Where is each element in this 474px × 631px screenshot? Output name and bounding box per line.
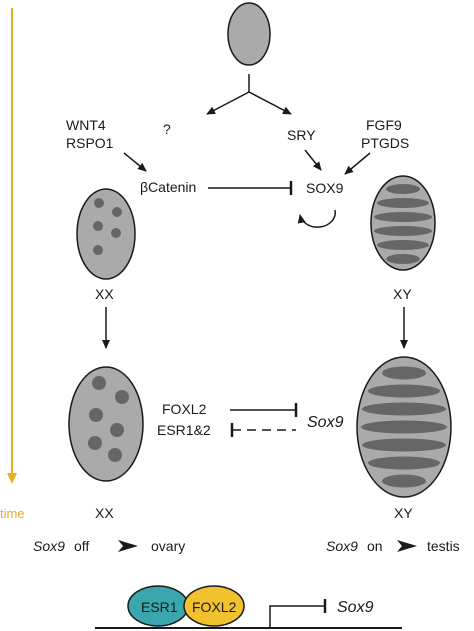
right-outcome-gene: Sox9 (326, 538, 358, 554)
testis-cord (362, 402, 446, 416)
left-outcome-state: off (74, 538, 89, 554)
testis-cord (377, 198, 429, 208)
label-xy-top: XY (393, 286, 412, 302)
fgf9-to-sox9-arrow (344, 152, 371, 175)
label-sox9-gene: Sox9 (307, 414, 344, 431)
germ-cell-spot (94, 198, 104, 208)
germ-cell-spot (89, 408, 103, 422)
label-wnt4: WNT4 (66, 117, 106, 133)
testis-cord (368, 384, 440, 398)
testis-cord (368, 456, 440, 470)
time-label: time (0, 506, 25, 521)
label-xx-bottom: XX (95, 505, 114, 521)
label-sox9-protein: SOX9 (306, 180, 344, 196)
germ-cell-spot (92, 376, 106, 390)
testis-cord (374, 212, 432, 222)
label-esr1-protein: ESR1 (141, 599, 178, 615)
right-outcome-state: on (367, 538, 383, 554)
germ-cell-spot (110, 423, 124, 437)
testis-cord (377, 240, 429, 250)
testis-cord (382, 474, 426, 488)
germ-cell-spot (88, 436, 102, 450)
germ-cell-spot (112, 207, 122, 217)
promoter-inhibition (269, 605, 325, 628)
testis-cord (361, 420, 447, 434)
label-promoter-gene: Sox9 (337, 599, 374, 616)
split-arrow-left (206, 91, 250, 115)
left-outcome-arrowhead (118, 540, 138, 552)
label-rspo1: RSPO1 (66, 135, 114, 151)
wnt4-to-bcatenin-arrow (123, 152, 147, 172)
foxl2-protein (183, 585, 245, 627)
left-outcome-gene: Sox9 (33, 538, 65, 554)
sox9-autoregulation-loop (297, 209, 337, 228)
split-arrow-right (248, 91, 292, 115)
label-ptgds: PTGDS (361, 135, 409, 151)
label-bcatenin: βCatenin (140, 179, 196, 195)
germ-cell-spot (115, 390, 129, 404)
label-foxl2: FOXL2 (162, 401, 207, 417)
xx-gonad-early (76, 188, 136, 280)
xx-gonad-late (68, 366, 144, 482)
testis-cord (374, 226, 432, 236)
germ-cell-spot (93, 221, 103, 231)
testis-cord (386, 184, 420, 194)
label-xy-bottom: XY (394, 505, 413, 521)
testis-cord (382, 366, 426, 380)
right-outcome-result: testis (427, 538, 460, 554)
label-esr: ESR1&2 (157, 422, 211, 438)
germ-cell-spot (111, 228, 121, 238)
testis-cord (386, 254, 420, 264)
label-question: ? (163, 121, 171, 137)
germ-cell-spot (108, 448, 122, 462)
label-foxl2-protein: FOXL2 (192, 599, 237, 615)
testis-cord (362, 438, 446, 452)
sry-to-sox9-arrow (304, 149, 322, 171)
germ-cell-spot (93, 245, 103, 255)
left-outcome-result: ovary (151, 538, 185, 554)
label-fgf9: FGF9 (366, 117, 402, 133)
right-outcome-arrowhead (397, 540, 417, 552)
label-sry: SRY (287, 127, 316, 143)
label-xx-top: XX (95, 286, 114, 302)
bipotential-gonad (227, 2, 271, 66)
